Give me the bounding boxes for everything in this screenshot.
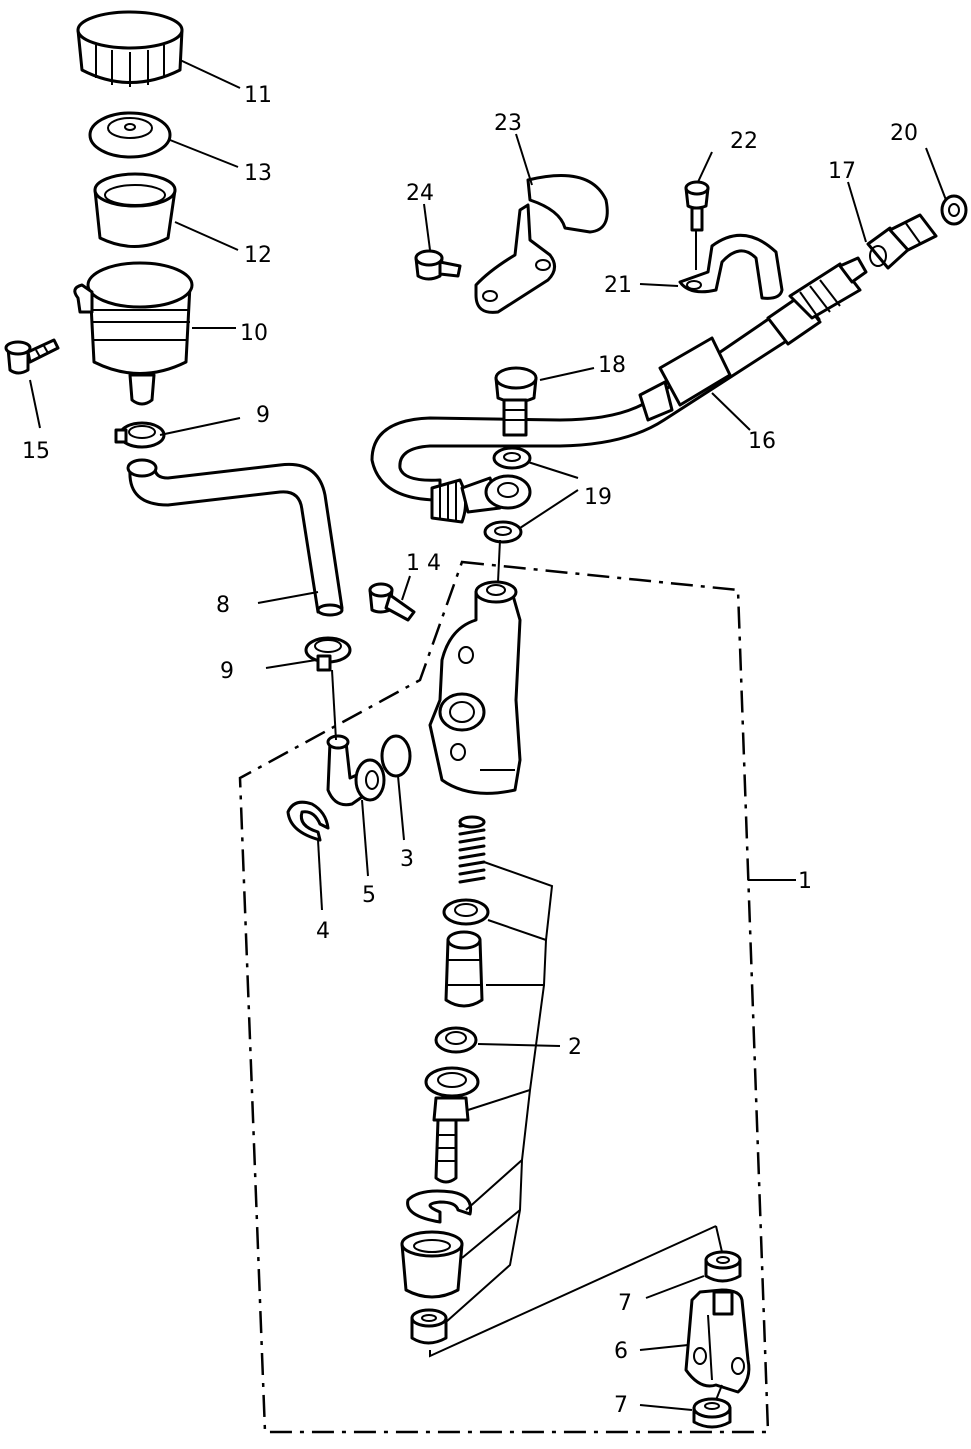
label-part-5: 5	[362, 883, 376, 908]
clevis-part	[684, 1288, 751, 1394]
clip-screw-part	[684, 180, 710, 232]
bolt-axis-line	[497, 539, 501, 583]
clevis-axis-line-lower	[715, 1384, 723, 1401]
label-part-23: 23	[494, 111, 522, 136]
fitting-washer-part	[940, 194, 968, 226]
label-part-22: 22	[730, 129, 758, 154]
upper-clevis-nut-part	[704, 1250, 742, 1283]
label-part-13: 13	[244, 161, 272, 186]
label-part-21: 21	[604, 273, 632, 298]
label-part-15: 15	[22, 439, 50, 464]
diaphragm-plate-part	[88, 111, 172, 159]
o-ring-part	[380, 734, 412, 778]
label-part-3: 3	[400, 847, 414, 872]
clevis-axis-line	[715, 1225, 723, 1253]
label-part-11: 11	[244, 83, 272, 108]
label-part-1: 1	[798, 869, 812, 894]
hose-bracket-part	[474, 174, 609, 314]
label-part-4: 4	[316, 919, 330, 944]
leader-lines	[29, 59, 947, 1411]
union-bolt-part	[494, 366, 538, 437]
reservoir-part	[73, 261, 194, 406]
label-part-7-lower: 7	[614, 1393, 628, 1418]
reservoir-cap-part	[76, 10, 184, 87]
brake-hose-part	[370, 256, 868, 524]
part-labels: 11 13 12 10 15 9 8 9 1 4 3 5 4 18 19 16 …	[22, 83, 918, 1418]
assembly-boundary	[238, 560, 770, 1434]
copper-washers-part	[483, 446, 532, 544]
label-part-24: 24	[406, 181, 434, 206]
label-part-10: 10	[240, 321, 268, 346]
circlip-part	[286, 800, 330, 842]
master-cylinder-body-part	[428, 580, 522, 795]
label-part-6: 6	[614, 1339, 628, 1364]
label-part-7-upper: 7	[618, 1291, 632, 1316]
reservoir-bolt-part	[4, 338, 60, 375]
label-part-20: 20	[890, 121, 918, 146]
reservoir-hose-part	[126, 458, 344, 617]
cylinder-bolt-part	[368, 582, 416, 622]
label-part-2: 2	[568, 1035, 582, 1060]
piston-kit-part	[400, 815, 490, 1345]
label-part-9-upper: 9	[256, 403, 270, 428]
upper-hose-clamp-part	[114, 421, 166, 449]
bracket-bolt-part	[414, 249, 462, 281]
lower-clevis-nut-part	[692, 1397, 732, 1429]
fitting-nut-part	[866, 213, 938, 270]
hose-clip-part	[678, 233, 784, 300]
label-part-9-lower: 9	[220, 659, 234, 684]
label-part-12: 12	[244, 243, 272, 268]
label-part-14: 1 4	[406, 551, 441, 576]
hose-axis-line	[331, 669, 337, 741]
lower-hose-clamp-part	[304, 636, 352, 672]
label-part-16: 16	[748, 429, 776, 454]
label-part-17: 17	[828, 159, 856, 184]
hose-joint-part	[326, 734, 386, 807]
label-part-8: 8	[216, 593, 230, 618]
label-part-19: 19	[584, 485, 612, 510]
diaphragm-part	[93, 172, 177, 248]
label-part-18: 18	[598, 353, 626, 378]
